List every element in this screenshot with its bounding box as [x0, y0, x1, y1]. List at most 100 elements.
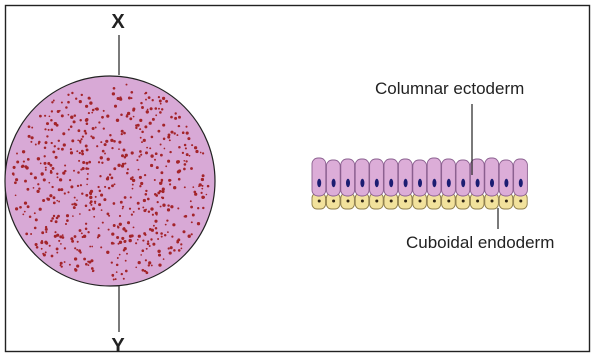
speckle-dot	[106, 177, 109, 180]
speckle-dot	[185, 126, 187, 128]
speckle-dot	[73, 206, 76, 209]
speckle-dot	[194, 193, 197, 196]
speckle-dot	[50, 220, 53, 223]
speckle-dot	[91, 246, 93, 248]
speckle-dot	[40, 163, 42, 165]
speckle-dot	[149, 228, 151, 230]
speckle-dot	[130, 196, 132, 198]
speckle-dot	[162, 204, 165, 207]
speckle-dot	[51, 129, 54, 132]
speckle-dot	[34, 212, 36, 214]
speckle-dot	[142, 206, 144, 208]
speckle-dot	[162, 124, 165, 127]
speckle-dot	[99, 190, 101, 192]
speckle-dot	[178, 116, 181, 119]
speckle-dot	[118, 243, 120, 245]
speckle-dot	[64, 192, 66, 194]
speckle-dot	[111, 261, 113, 263]
columnar-cell	[312, 158, 326, 196]
speckle-dot	[161, 108, 163, 110]
speckle-dot	[87, 173, 89, 175]
speckle-dot	[61, 148, 64, 151]
speckle-dot	[191, 233, 193, 235]
speckle-dot	[161, 236, 163, 238]
speckle-dot	[120, 201, 123, 204]
speckle-dot	[135, 127, 137, 129]
speckle-dot	[81, 192, 83, 194]
speckle-dot	[167, 160, 170, 163]
speckle-dot	[36, 246, 39, 249]
speckle-dot	[157, 201, 159, 203]
speckle-dot	[135, 266, 137, 268]
speckle-dot	[105, 140, 108, 143]
columnar-cell	[485, 158, 499, 196]
speckle-dot	[79, 119, 81, 121]
speckle-dot	[123, 278, 125, 280]
speckle-dot	[61, 114, 64, 117]
speckle-dot	[116, 236, 119, 239]
speckle-dot	[162, 97, 165, 100]
speckle-dot	[152, 214, 154, 216]
speckle-dot	[141, 106, 144, 109]
speckle-dot	[188, 235, 191, 238]
speckle-dot	[111, 232, 114, 235]
cuboidal-nucleus	[375, 200, 378, 203]
speckle-dot	[45, 251, 47, 253]
speckle-dot	[108, 229, 110, 231]
speckle-dot	[143, 232, 146, 235]
speckle-dot	[107, 158, 109, 160]
speckle-dot	[145, 151, 148, 154]
speckle-dot	[81, 150, 84, 153]
speckle-dot	[81, 138, 83, 140]
columnar-cell	[355, 159, 369, 196]
speckle-dot	[137, 202, 140, 205]
speckle-dot	[138, 261, 141, 264]
speckle-dot	[76, 265, 79, 268]
speckle-dot	[167, 209, 169, 211]
speckle-dot	[55, 220, 58, 223]
speckle-dot	[56, 200, 58, 202]
speckle-dot	[86, 162, 89, 165]
speckle-dot	[51, 142, 53, 144]
speckle-dot	[139, 185, 141, 187]
speckle-dot	[73, 170, 75, 172]
speckle-dot	[82, 135, 84, 137]
speckle-dot	[160, 232, 163, 235]
speckle-dot	[160, 144, 162, 146]
speckle-dot	[72, 215, 74, 217]
speckle-dot	[77, 139, 79, 141]
speckle-dot	[202, 185, 204, 187]
columnar-nucleus	[346, 179, 350, 187]
speckle-dot	[125, 240, 127, 242]
speckle-dot	[166, 219, 168, 221]
speckle-dot	[184, 163, 187, 166]
speckle-dot	[147, 240, 149, 242]
speckle-dot	[159, 190, 162, 193]
columnar-nucleus	[519, 179, 523, 187]
columnar-nucleus	[490, 179, 494, 187]
speckle-dot	[145, 193, 148, 196]
speckle-dot	[173, 186, 176, 189]
speckle-dot	[69, 264, 71, 266]
speckle-dot	[116, 264, 119, 267]
speckle-dot	[104, 186, 106, 188]
speckle-dot	[159, 100, 162, 103]
speckle-dot	[94, 202, 96, 204]
speckle-dot	[37, 157, 40, 160]
speckle-dot	[16, 153, 18, 155]
speckle-dot	[55, 156, 58, 159]
speckle-dot	[25, 233, 28, 236]
cuboidal-nucleus	[505, 200, 508, 203]
speckle-dot	[120, 114, 123, 117]
speckle-dot	[101, 116, 104, 119]
speckle-dot	[200, 192, 202, 194]
speckle-dot	[156, 166, 159, 169]
columnar-cell	[442, 159, 456, 196]
cuboidal-nucleus	[433, 200, 436, 203]
speckle-dot	[51, 101, 53, 103]
speckle-dot	[13, 174, 15, 176]
speckle-dot	[67, 94, 69, 96]
speckle-dot	[125, 270, 128, 273]
speckle-dot	[52, 167, 55, 170]
speckle-dot	[138, 235, 141, 238]
